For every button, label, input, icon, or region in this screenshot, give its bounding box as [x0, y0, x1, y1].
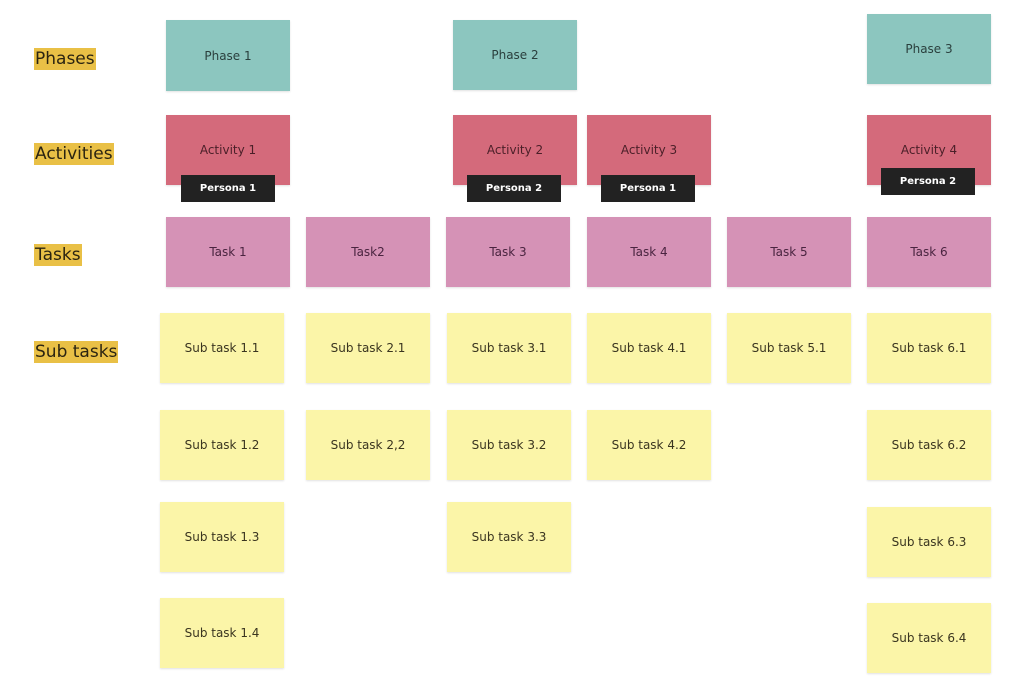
activity-note[interactable]: Activity 3 [587, 115, 711, 185]
subtask-note[interactable]: Sub task 1.3 [160, 502, 284, 572]
persona-tag[interactable]: Persona 2 [881, 168, 975, 195]
persona-tag[interactable]: Persona 1 [181, 175, 275, 202]
phase-note[interactable]: Phase 2 [453, 20, 577, 90]
subtask-note[interactable]: Sub task 3.2 [447, 410, 571, 480]
task-note[interactable]: Task 4 [587, 217, 711, 287]
row-label-tasks: Tasks [34, 244, 82, 266]
subtask-note[interactable]: Sub task 5.1 [727, 313, 851, 383]
row-label-activities: Activities [34, 143, 114, 165]
subtask-note[interactable]: Sub task 4.2 [587, 410, 711, 480]
task-note[interactable]: Task 3 [446, 217, 570, 287]
subtask-note[interactable]: Sub task 6.1 [867, 313, 991, 383]
subtask-note[interactable]: Sub task 4.1 [587, 313, 711, 383]
subtask-note[interactable]: Sub task 2,2 [306, 410, 430, 480]
phase-note[interactable]: Phase 1 [166, 20, 290, 91]
activity-note[interactable]: Activity 1 [166, 115, 290, 185]
subtask-note[interactable]: Sub task 1.2 [160, 410, 284, 480]
persona-tag[interactable]: Persona 1 [601, 175, 695, 202]
task-note[interactable]: Task 1 [166, 217, 290, 287]
subtask-note[interactable]: Sub task 1.1 [160, 313, 284, 383]
subtask-note[interactable]: Sub task 3.1 [447, 313, 571, 383]
activity-note[interactable]: Activity 2 [453, 115, 577, 185]
phase-note[interactable]: Phase 3 [867, 14, 991, 84]
row-label-phases: Phases [34, 48, 96, 70]
subtask-note[interactable]: Sub task 6.2 [867, 410, 991, 480]
subtask-note[interactable]: Sub task 6.3 [867, 507, 991, 577]
task-note[interactable]: Task 5 [727, 217, 851, 287]
subtask-note[interactable]: Sub task 2.1 [306, 313, 430, 383]
subtask-note[interactable]: Sub task 6.4 [867, 603, 991, 673]
subtask-note[interactable]: Sub task 3.3 [447, 502, 571, 572]
row-label-subtasks: Sub tasks [34, 341, 119, 363]
task-note[interactable]: Task 6 [867, 217, 991, 287]
task-note[interactable]: Task2 [306, 217, 430, 287]
subtask-note[interactable]: Sub task 1.4 [160, 598, 284, 668]
persona-tag[interactable]: Persona 2 [467, 175, 561, 202]
